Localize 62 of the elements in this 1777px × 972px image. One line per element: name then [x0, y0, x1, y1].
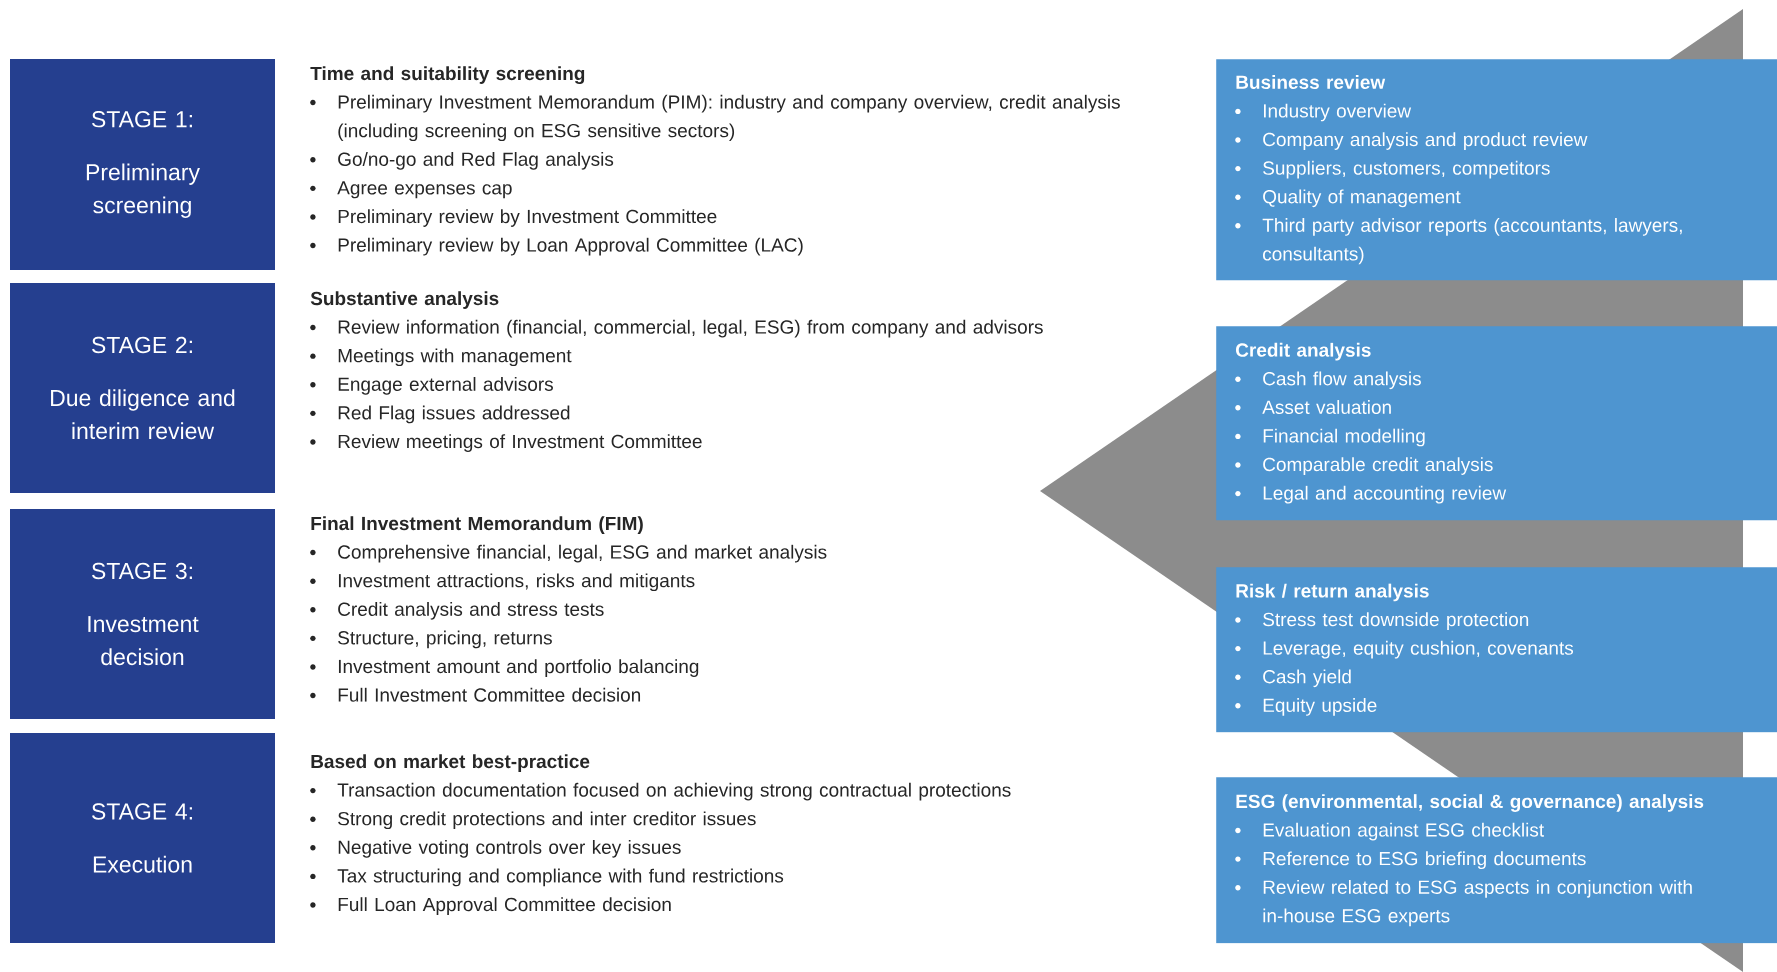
panel-heading: Credit analysis — [1236, 342, 1371, 361]
bullet-item: Financial modelling — [1235, 428, 1425, 447]
panel-heading: Business review — [1236, 75, 1386, 89]
bullet-item: Cash yield — [1235, 669, 1351, 688]
section-heading: Final Investment Memorandum (FIM) — [311, 516, 643, 534]
bullet-item: Comprehensive financial, legal, ESG and market analysis — [310, 544, 827, 563]
panel-heading: Risk / return analysis — [1236, 583, 1429, 602]
stage-label: STAGE 2: — [92, 336, 192, 354]
bullet-item: Industry overview — [1235, 103, 1412, 122]
bullet-item: Preliminary review by Loan Approval Committee (LAC) — [310, 237, 803, 256]
bullet-item: Investment attractions, risks and mitigants — [310, 573, 695, 592]
bullet-item: Third party advisor reports (accountants, lawyers, consultants) — [1235, 218, 1682, 265]
section-heading: Substantive analysis — [310, 291, 499, 309]
panel-heading: ESG (environmental, social & governance) analysis — [1236, 794, 1704, 812]
bullet-item: Tax structuring and compliance with fund restrictions — [310, 868, 784, 887]
stage-box — [10, 59, 275, 270]
bullet-item: Full Investment Committee decision — [310, 687, 641, 702]
stage-title: Due diligence and interim review — [51, 389, 235, 440]
section-heading: Based on market best-practice — [311, 754, 590, 772]
bullet-item: Go/no-go and Red Flag analysis — [310, 152, 614, 170]
bullet-item: Full Loan Approval Committee decision — [310, 897, 671, 915]
bullet-item: Reference to ESG briefing documents — [1235, 851, 1586, 870]
info-panel — [1216, 777, 1777, 944]
info-panel — [1216, 59, 1777, 281]
bullet-item: Credit analysis and stress tests — [310, 602, 604, 620]
bullet-item: Company analysis and product review — [1235, 132, 1588, 150]
stage-box — [10, 733, 275, 943]
stage-label: STAGE 3: — [92, 562, 192, 580]
bullet-item: Review information (financial, commercial, legal, ESG) from company and advisors — [310, 319, 1043, 338]
bullet-item: Red Flag issues addressed — [310, 405, 570, 424]
bullet-item: Asset valuation — [1235, 400, 1391, 414]
info-panel — [1216, 567, 1777, 733]
bullet-item: Preliminary Investment Memorandum (PIM): industry and company overview, credit analysis (including screening on ESG sensitive sectors) — [310, 94, 1120, 142]
bullet-item: Agree expenses cap — [310, 181, 512, 199]
bullet-item: Engage external advisors — [310, 377, 553, 395]
stage-label: STAGE 1: — [92, 111, 192, 128]
stage-box — [10, 509, 275, 719]
bullet-item: Structure, pricing, returns — [310, 630, 552, 649]
info-panel — [1216, 326, 1777, 521]
section-heading: Time and suitability screening — [310, 66, 585, 84]
bullet-item: Evaluation against ESG checklist — [1235, 822, 1544, 841]
bullet-item: Review meetings of Investment Committee — [310, 434, 702, 452]
bullet-item: Legal and accounting review — [1235, 485, 1507, 504]
bullet-item: Equity upside — [1235, 698, 1377, 716]
bullet-item: Strong credit protections and inter creditor issues — [310, 811, 756, 830]
stage-title: Investment decision — [88, 616, 199, 666]
bullet-item: Investment amount and portfolio balancing — [310, 659, 699, 677]
stage-box — [10, 283, 275, 493]
bullet-item: Suppliers, customers, competitors — [1235, 160, 1550, 179]
bullet-item: Preliminary review by Investment Committee — [310, 209, 717, 227]
bullet-item: Negative voting controls over key issues — [310, 840, 681, 858]
bullet-item: Quality of management — [1235, 189, 1461, 208]
bullet-item: Transaction documentation focused on achieving strong contractual protections — [310, 782, 1011, 801]
bullet-item: Leverage, equity cushion, covenants — [1235, 640, 1574, 659]
stage-title: Execution — [93, 855, 192, 873]
stage-label: STAGE 4: — [92, 803, 192, 820]
stage-title: Preliminary screening — [86, 163, 200, 218]
bullet-item: Meetings with management — [310, 348, 572, 367]
bullet-item: Review related to ESG aspects in conjunction with in-house ESG experts — [1235, 879, 1692, 927]
bullet-item: Cash flow analysis — [1235, 371, 1421, 390]
bullet-item: Stress test downside protection — [1235, 612, 1529, 630]
bullet-item: Comparable credit analysis — [1235, 457, 1493, 475]
